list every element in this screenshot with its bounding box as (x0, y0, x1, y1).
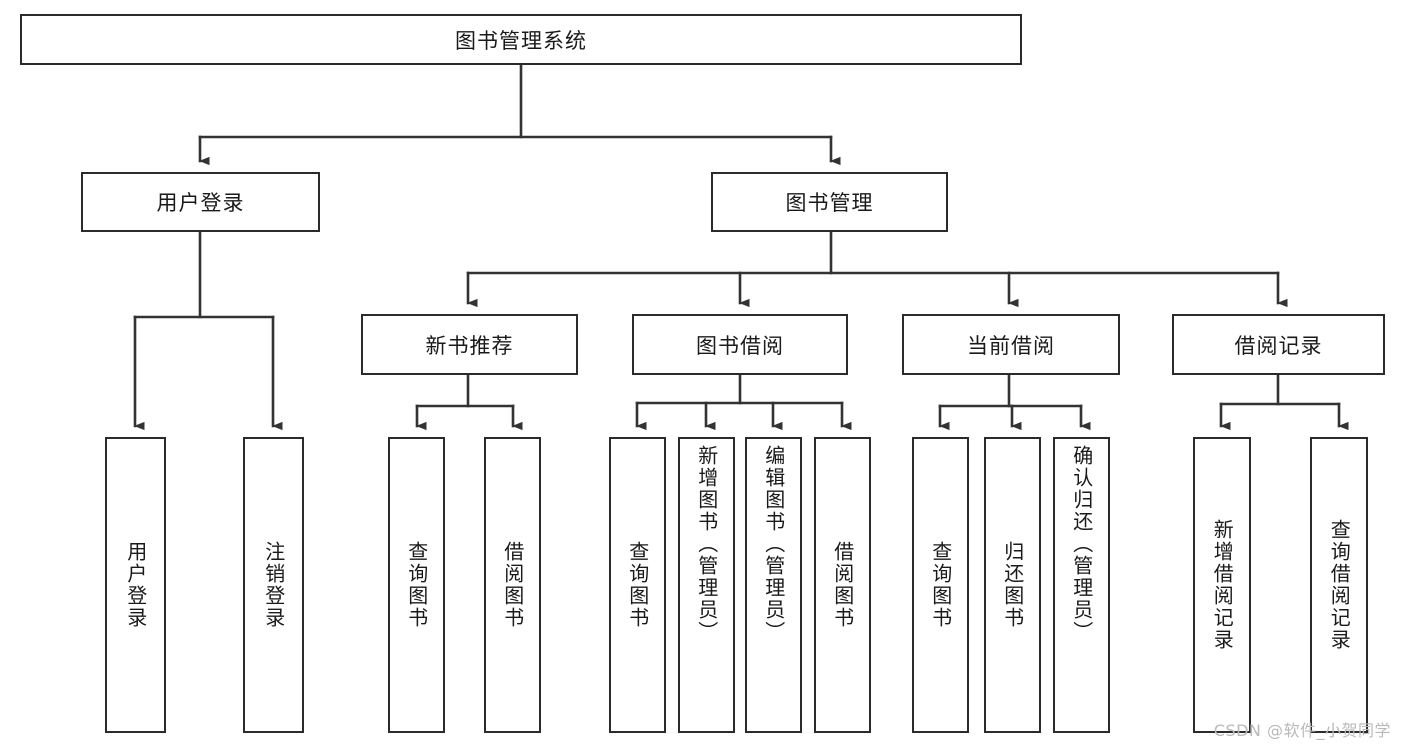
node-leaf-query-book-3[interactable]: 查询图书 (912, 437, 969, 733)
node-borrow-record[interactable]: 借阅记录 (1172, 314, 1385, 375)
node-leaf-logout[interactable]: 注销登录 (243, 437, 304, 733)
node-book-manage-label: 图书管理 (785, 191, 874, 215)
node-leaf-user-login-label: 用户登录 (123, 541, 148, 629)
node-leaf-borrow-book-2[interactable]: 借阅图书 (814, 437, 871, 733)
node-new-book-rec-label: 新书推荐 (425, 333, 514, 358)
node-book-borrow-label: 图书借阅 (696, 333, 784, 358)
node-leaf-query-book-2[interactable]: 查询图书 (609, 437, 666, 733)
node-leaf-user-login[interactable]: 用户登录 (105, 437, 166, 733)
node-leaf-logout-label: 注销登录 (261, 541, 286, 629)
node-leaf-add-book[interactable]: 新增图书（管理员） (678, 437, 735, 733)
node-user-login-label: 用户登录 (156, 191, 245, 215)
node-leaf-borrow-book-2-label: 借阅图书 (830, 541, 855, 629)
node-leaf-query-record[interactable]: 查询借阅记录 (1310, 437, 1368, 733)
node-book-borrow[interactable]: 图书借阅 (632, 314, 848, 375)
node-leaf-edit-book-label: 编辑图书（管理员） (761, 445, 786, 643)
node-new-book-rec[interactable]: 新书推荐 (361, 314, 578, 375)
node-leaf-return-book[interactable]: 归还图书 (984, 437, 1041, 733)
node-leaf-return-book-label: 归还图书 (1000, 541, 1025, 629)
node-leaf-add-book-label: 新增图书（管理员） (694, 445, 719, 643)
node-leaf-edit-book[interactable]: 编辑图书（管理员） (745, 437, 802, 733)
node-root-label: 图书管理系统 (455, 28, 587, 53)
node-current-borrow-label: 当前借阅 (967, 333, 1055, 358)
node-current-borrow[interactable]: 当前借阅 (902, 314, 1120, 375)
node-leaf-add-record-label: 新增借阅记录 (1210, 519, 1235, 651)
node-leaf-query-record-label: 查询借阅记录 (1327, 519, 1352, 651)
node-root[interactable]: 图书管理系统 (20, 14, 1022, 65)
node-leaf-query-book-1[interactable]: 查询图书 (388, 437, 445, 733)
node-leaf-confirm-return[interactable]: 确认归还（管理员） (1053, 437, 1110, 733)
node-leaf-borrow-book-1[interactable]: 借阅图书 (484, 437, 541, 733)
node-leaf-query-book-3-label: 查询图书 (928, 541, 953, 629)
node-borrow-record-label: 借阅记录 (1234, 333, 1323, 358)
node-leaf-query-book-2-label: 查询图书 (625, 541, 650, 629)
node-user-login[interactable]: 用户登录 (81, 172, 320, 232)
node-book-manage[interactable]: 图书管理 (711, 172, 948, 232)
node-leaf-confirm-return-label: 确认归还（管理员） (1069, 445, 1094, 643)
node-leaf-add-record[interactable]: 新增借阅记录 (1193, 437, 1251, 733)
node-leaf-borrow-book-1-label: 借阅图书 (500, 541, 525, 629)
node-leaf-query-book-1-label: 查询图书 (404, 541, 429, 629)
